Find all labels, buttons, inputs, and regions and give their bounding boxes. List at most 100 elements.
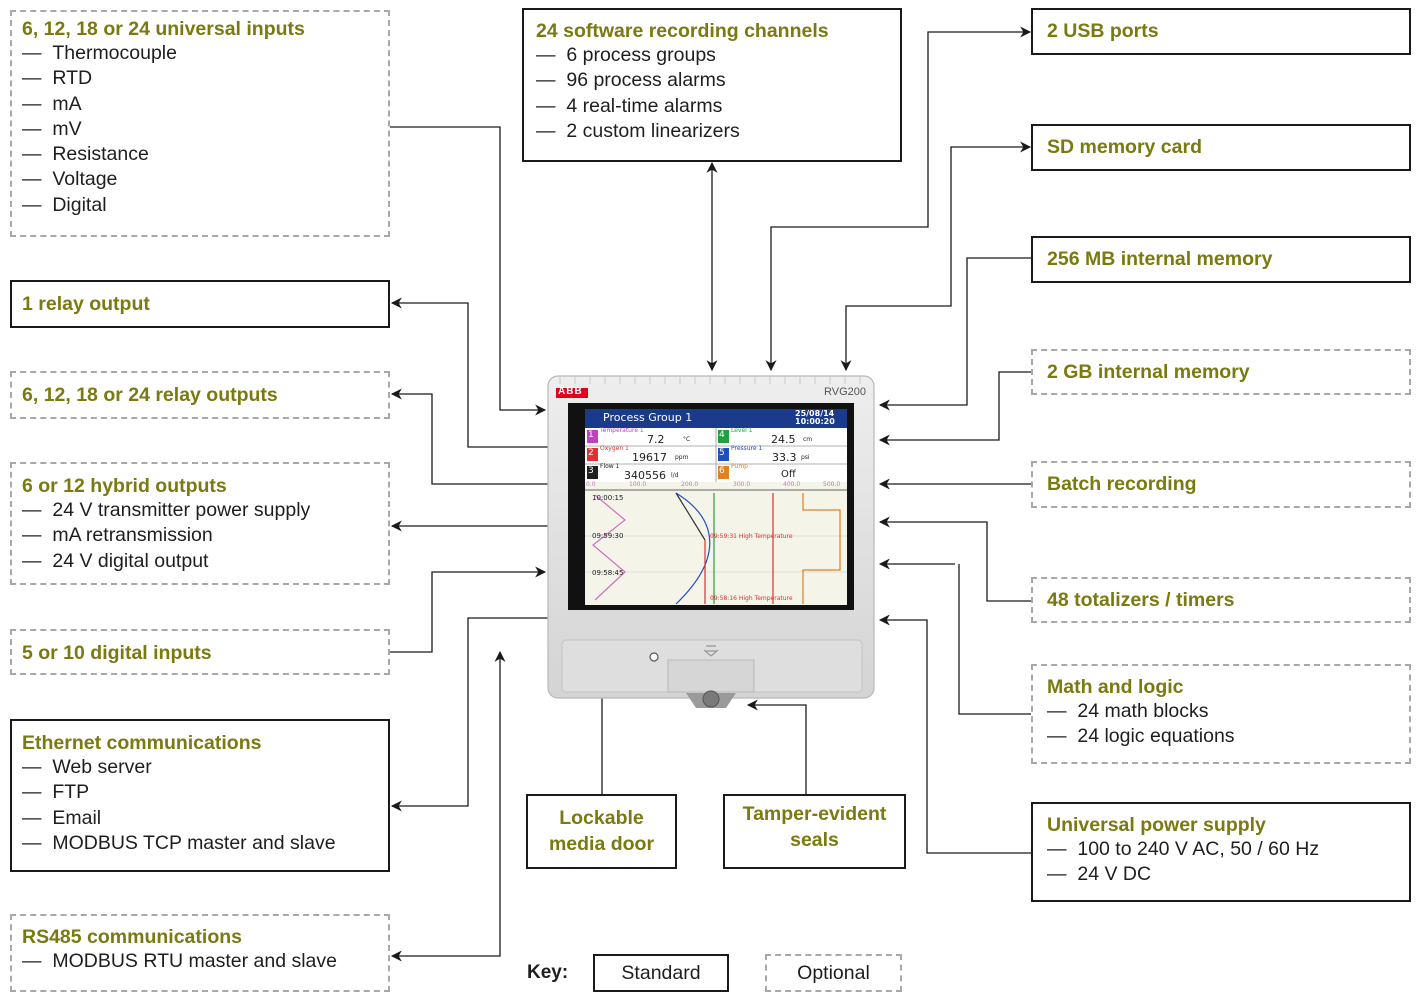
- trend-traces: [592, 492, 841, 605]
- ch3-unit: l/d: [671, 472, 679, 479]
- usb-box: 2 USB ports: [1031, 8, 1411, 55]
- box-title: 5 or 10 digital inputs: [22, 642, 212, 664]
- arrow-universal-inputs: [390, 126, 547, 416]
- scale-tick: 100.0: [629, 481, 647, 488]
- ch5-value: 33.3: [772, 451, 797, 464]
- ch2-value: 19617: [632, 451, 667, 464]
- key-label: Key:: [527, 962, 569, 983]
- channel-number-boxes: [587, 430, 729, 479]
- key-standard-box: Standard: [593, 954, 729, 992]
- arrow-relay-output: [390, 297, 548, 448]
- ch2-num: 2: [588, 448, 594, 458]
- ch6-num: 6: [719, 466, 725, 476]
- list-item: MODBUS TCP master and slave: [22, 831, 378, 856]
- ch1-value: 7.2: [647, 433, 665, 446]
- trend-time: 09:59:30: [592, 532, 624, 540]
- screen-date: 25/08/14: [795, 409, 835, 418]
- trend-time: 09:58:45: [592, 569, 624, 577]
- ch5-num: 5: [719, 448, 725, 458]
- box-title: Universal power supply: [1047, 814, 1266, 836]
- ch6-value: Off: [781, 469, 796, 480]
- list-item: Email: [22, 806, 378, 831]
- list-item: 96 process alarms: [536, 68, 888, 93]
- group-title: Process Group 1: [603, 411, 693, 424]
- arrow-sd: [840, 141, 1032, 372]
- box-title: 48 totalizers / timers: [1047, 589, 1235, 611]
- ch3-num: 3: [588, 466, 594, 476]
- list-item: 6 process groups: [536, 43, 888, 68]
- mem256-box: 256 MB internal memory: [1031, 236, 1411, 283]
- scale-tick: 0.0: [586, 481, 596, 488]
- ch1-name: Temperature 1: [600, 427, 644, 434]
- ethernet-box: Ethernet communications Web server FTP E…: [10, 719, 390, 872]
- ch2-unit: ppm: [675, 454, 689, 461]
- ch4-value: 24.5: [771, 433, 796, 446]
- list-item: mA retransmission: [22, 523, 378, 548]
- trend-time: 10:00:15: [592, 494, 624, 502]
- brand-logo: ABB: [558, 386, 583, 397]
- scale-tick: 400.0: [783, 481, 801, 488]
- ch6-name: Pump: [731, 463, 748, 470]
- ch4-num: 4: [719, 430, 725, 440]
- arrow-totalizers: [878, 516, 1031, 602]
- mem2gb-box: 2 GB internal memory: [1031, 349, 1411, 395]
- box-title: 2 GB internal memory: [1047, 361, 1250, 383]
- batch-box: Batch recording: [1031, 461, 1411, 508]
- arrow-ethernet: [390, 617, 548, 812]
- device-screen: Process Group 1 25/08/14 10:00:20 1 Temp…: [585, 409, 847, 605]
- box-title: Lockable media door: [548, 807, 655, 855]
- box-title: 6, 12, 18 or 24 universal inputs: [22, 18, 305, 40]
- alarm-text: 09:59:31 High Temperature: [710, 533, 793, 540]
- universal-inputs-box: 6, 12, 18 or 24 universal inputs Thermoc…: [10, 10, 390, 237]
- list-item: 24 V transmitter power supply: [22, 498, 378, 523]
- scale-tick: 500.0: [823, 481, 841, 488]
- list-item: FTP: [22, 780, 378, 805]
- alarm-text: 09:58:16 High Temperature: [710, 595, 793, 602]
- ch3-value: 340556: [624, 469, 666, 482]
- scale-tick: 200.0: [681, 481, 699, 488]
- box-title: SD memory card: [1047, 136, 1202, 158]
- list-item: 4 real-time alarms: [536, 94, 888, 119]
- hybrid-outputs-box: 6 or 12 hybrid outputs 24 V transmitter …: [10, 462, 390, 585]
- ch4-unit: cm: [803, 436, 813, 443]
- math-box: Math and logic 24 math blocks 24 logic e…: [1031, 664, 1411, 764]
- key-optional-box: Optional: [765, 954, 902, 992]
- recorder-device: [547, 375, 875, 708]
- list-item: Voltage: [22, 167, 378, 192]
- arrow-mem256: [878, 257, 1031, 411]
- list-item: mV: [22, 117, 378, 142]
- media-door-box: Lockable media door: [526, 794, 677, 869]
- box-title: 6, 12, 18 or 24 relay outputs: [22, 384, 278, 406]
- box-title: Math and logic: [1047, 676, 1184, 698]
- list-item: RTD: [22, 66, 378, 91]
- ch3-name: Flow 1: [600, 463, 620, 470]
- ch5-unit: psi: [801, 454, 810, 461]
- list-item: 24 V DC: [1047, 862, 1395, 887]
- arrow-relay-outputs: [390, 388, 548, 485]
- relay-outputs-box: 6, 12, 18 or 24 relay outputs: [10, 371, 390, 419]
- power-box: Universal power supply 100 to 240 V AC, …: [1031, 802, 1411, 902]
- box-title: 6 or 12 hybrid outputs: [22, 475, 227, 497]
- box-title: 2 USB ports: [1047, 20, 1159, 42]
- box-title: 256 MB internal memory: [1047, 248, 1273, 270]
- arrow-rs485: [390, 650, 506, 962]
- scale-tick: 300.0: [733, 481, 751, 488]
- arrow-math: [958, 564, 1031, 715]
- arrow-mem2gb: [878, 371, 1031, 446]
- list-item: Digital: [22, 193, 378, 218]
- list-item: Web server: [22, 755, 378, 780]
- rs485-box: RS485 communications MODBUS RTU master a…: [10, 914, 390, 992]
- list-item: 24 math blocks: [1047, 699, 1395, 724]
- ch1-unit: °C: [683, 436, 691, 443]
- arrow-seals: [746, 699, 807, 794]
- list-item: 100 to 240 V AC, 50 / 60 Hz: [1047, 837, 1395, 862]
- screen-time: 10:00:20: [795, 417, 835, 426]
- box-title: Ethernet communications: [22, 732, 262, 754]
- list-item: Resistance: [22, 142, 378, 167]
- box-title: 24 software recording channels: [536, 20, 829, 42]
- list-item: MODBUS RTU master and slave: [22, 949, 378, 974]
- list-item: 24 logic equations: [1047, 724, 1395, 749]
- ch2-name: Oxygen 1: [600, 445, 629, 452]
- ch5-name: Pressure 1: [731, 445, 763, 452]
